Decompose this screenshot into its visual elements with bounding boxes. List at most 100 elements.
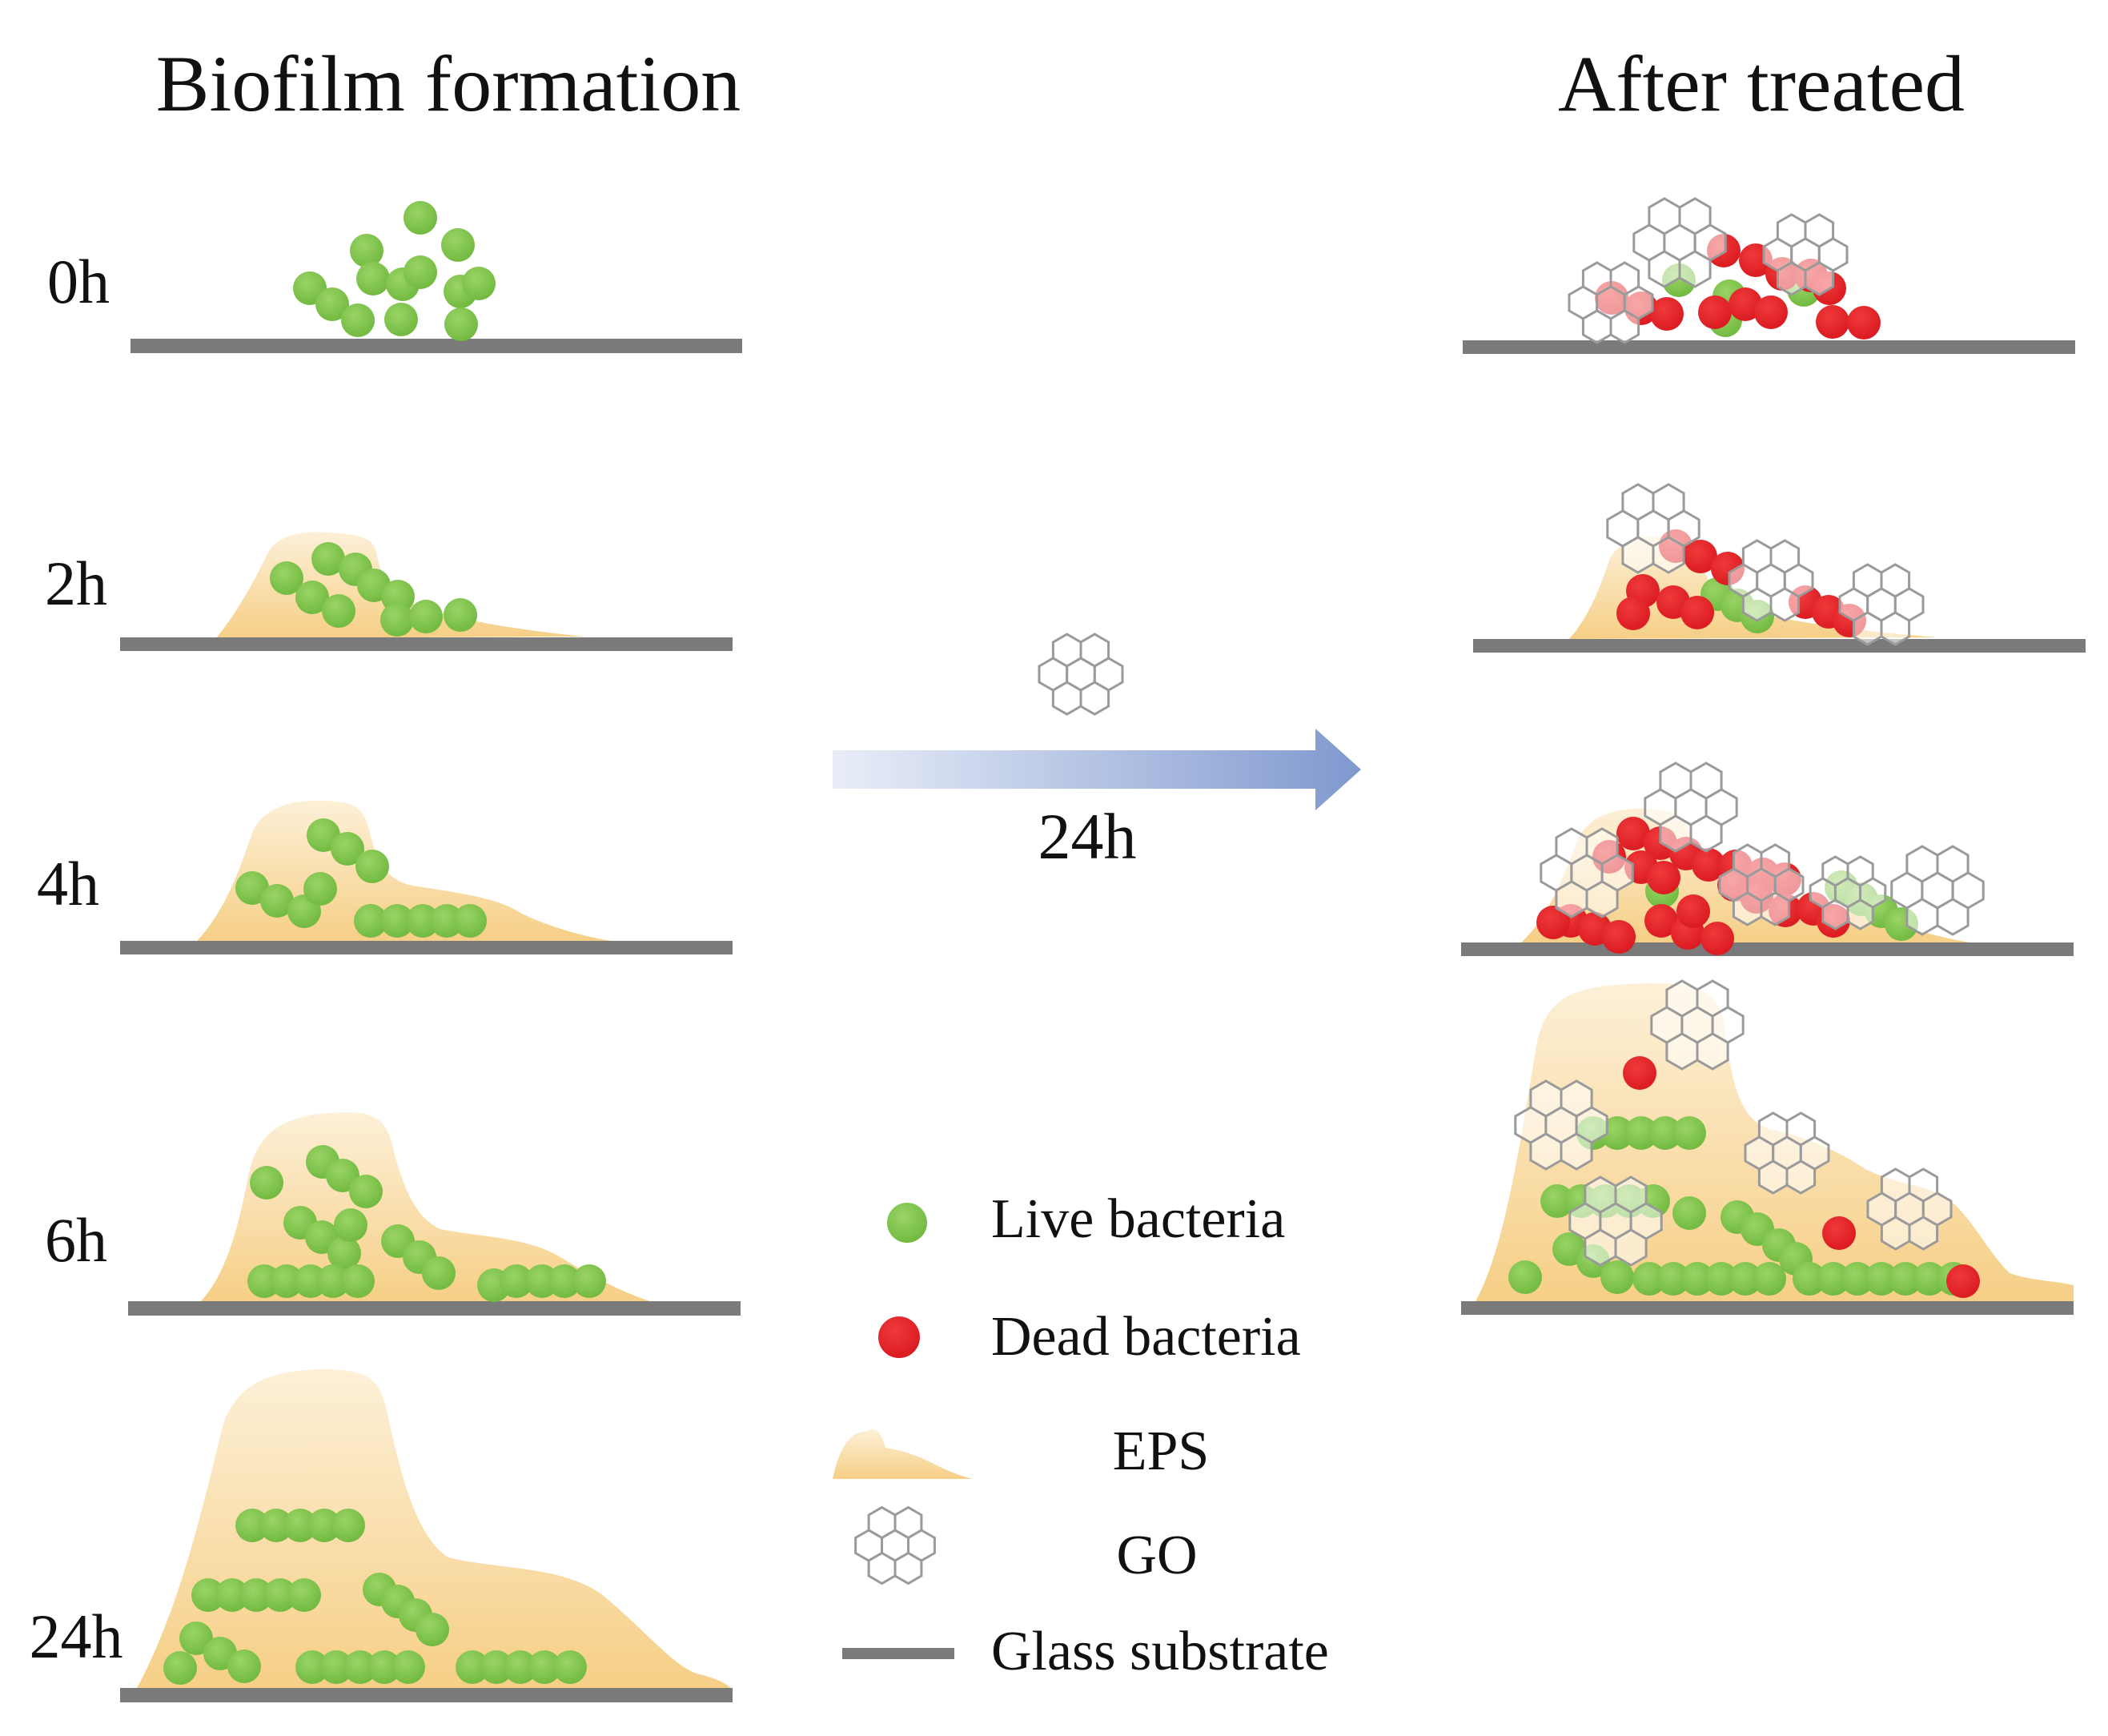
live-bacterium (1632, 1262, 1666, 1296)
live-bacterium (354, 904, 387, 938)
live-bacterium (367, 1650, 401, 1684)
go-hexagon (1852, 611, 1883, 646)
live-bacterium (548, 1264, 581, 1298)
live-bacterium (235, 871, 269, 905)
live-bacterium (480, 1650, 513, 1684)
dead-bacterium (1602, 920, 1636, 954)
go-hexagon (1678, 250, 1712, 288)
live-bacterium (315, 287, 349, 321)
live-bacterium (343, 1650, 377, 1684)
go-cluster-icon (1866, 1167, 1953, 1251)
live-bacterium (1865, 1262, 1898, 1296)
live-bacterium (259, 1509, 293, 1542)
dead-bacterium (1816, 305, 1849, 339)
live-bacterium (260, 884, 294, 918)
go-cluster-icon (1038, 633, 1124, 716)
go-hexagon (1051, 681, 1082, 716)
go-hexagon (1741, 587, 1773, 622)
go-cluster-icon (1632, 197, 1727, 288)
legend-live-label: Live bacteria (991, 1188, 1285, 1250)
live-bacterium (1817, 1262, 1850, 1296)
glass-substrate-4h (120, 941, 733, 954)
live-bacterium (1704, 1262, 1738, 1296)
go-hexagon (1585, 880, 1619, 918)
live-bacterium (553, 1650, 587, 1684)
live-bacterium (1841, 1262, 1874, 1296)
go-hexagon (1880, 1216, 1911, 1251)
dead-bacterium (1754, 295, 1788, 329)
go-hexagon (1696, 1032, 1729, 1071)
go-hexagon (1648, 250, 1681, 288)
go-cluster-icon (1718, 843, 1805, 926)
live-bacterium (331, 832, 364, 866)
live-bacterium (179, 1621, 213, 1655)
live-bacterium (1600, 1260, 1634, 1294)
go-cluster-icon (1644, 762, 1738, 853)
live-bacterium (444, 307, 478, 341)
live-bacterium (239, 1578, 273, 1612)
live-bacterium (1648, 1116, 1682, 1150)
live-bacterium (356, 262, 390, 295)
live-bacterium (295, 581, 329, 614)
live-bacterium (319, 1650, 353, 1684)
go-cluster-icon (854, 1505, 936, 1585)
live-bacterium (430, 904, 464, 938)
go-cluster-icon (1762, 213, 1849, 296)
dead-bacterium (1676, 894, 1710, 928)
live-bacterium (409, 600, 443, 633)
dead-bacterium (1684, 540, 1717, 573)
live-bacterium (316, 1264, 350, 1298)
live-bacterium (462, 267, 496, 300)
live-bacterium (444, 598, 477, 632)
go-hexagon (1079, 681, 1110, 716)
live-bacterium (380, 904, 414, 938)
live-bacteria-layer (163, 201, 1970, 1685)
go-hexagon (1581, 309, 1612, 344)
go-cluster-icon (1728, 539, 1814, 622)
live-bacterium (453, 904, 487, 938)
legend: Live bacteria Dead bacteria EPS GO Glass… (833, 1188, 1329, 1682)
live-bacterium (528, 1650, 561, 1684)
dead-bacterium (1616, 597, 1650, 630)
dead-bacterium (1847, 306, 1881, 340)
live-bacterium (235, 1509, 269, 1542)
live-bacterium (331, 1509, 365, 1542)
dead-bacterium (1692, 848, 1725, 882)
live-bacterium (456, 1650, 489, 1684)
go-cluster-icon (1809, 855, 1887, 930)
go-clusters-layer (1038, 197, 1985, 1267)
go-cluster-icon (1744, 1111, 1830, 1195)
go-hexagon (1821, 898, 1849, 930)
live-bacterium (406, 904, 440, 938)
go-hexagon (1846, 898, 1874, 930)
live-bacterium (307, 1509, 341, 1542)
legend-dead-label: Dead bacteria (991, 1306, 1301, 1368)
dead-bacterium (1698, 295, 1732, 329)
heading-biofilm-formation: Biofilm formation (156, 39, 741, 128)
dead-bacterium (1822, 1216, 1856, 1250)
live-bacterium (380, 603, 414, 637)
glass-substrate-treated-0h (1463, 340, 2075, 354)
go-hexagon (1757, 1159, 1789, 1195)
live-bacterium (283, 1509, 317, 1542)
live-bacterium (1729, 1262, 1762, 1296)
legend-go-label: GO (1116, 1525, 1197, 1586)
live-bacterium (422, 1256, 456, 1290)
go-cluster-icon (1514, 1079, 1608, 1171)
go-hexagon (1732, 891, 1763, 926)
live-bacterium (341, 303, 375, 337)
live-bacterium (441, 228, 475, 262)
time-label-2h: 2h (45, 549, 107, 618)
go-hexagon (893, 1551, 923, 1585)
dead-bacterium (1946, 1264, 1980, 1298)
glass-substrate-0h (130, 339, 742, 353)
go-hexagon (1529, 1132, 1563, 1171)
go-hexagon (1760, 891, 1791, 926)
live-bacterium (1913, 1262, 1946, 1296)
go-cluster-icon (1838, 563, 1925, 646)
legend-eps-swatch (833, 1429, 973, 1479)
go-hexagon (1659, 814, 1692, 853)
glass-substrate-24h (120, 1688, 733, 1702)
go-cluster-icon (1540, 827, 1634, 918)
